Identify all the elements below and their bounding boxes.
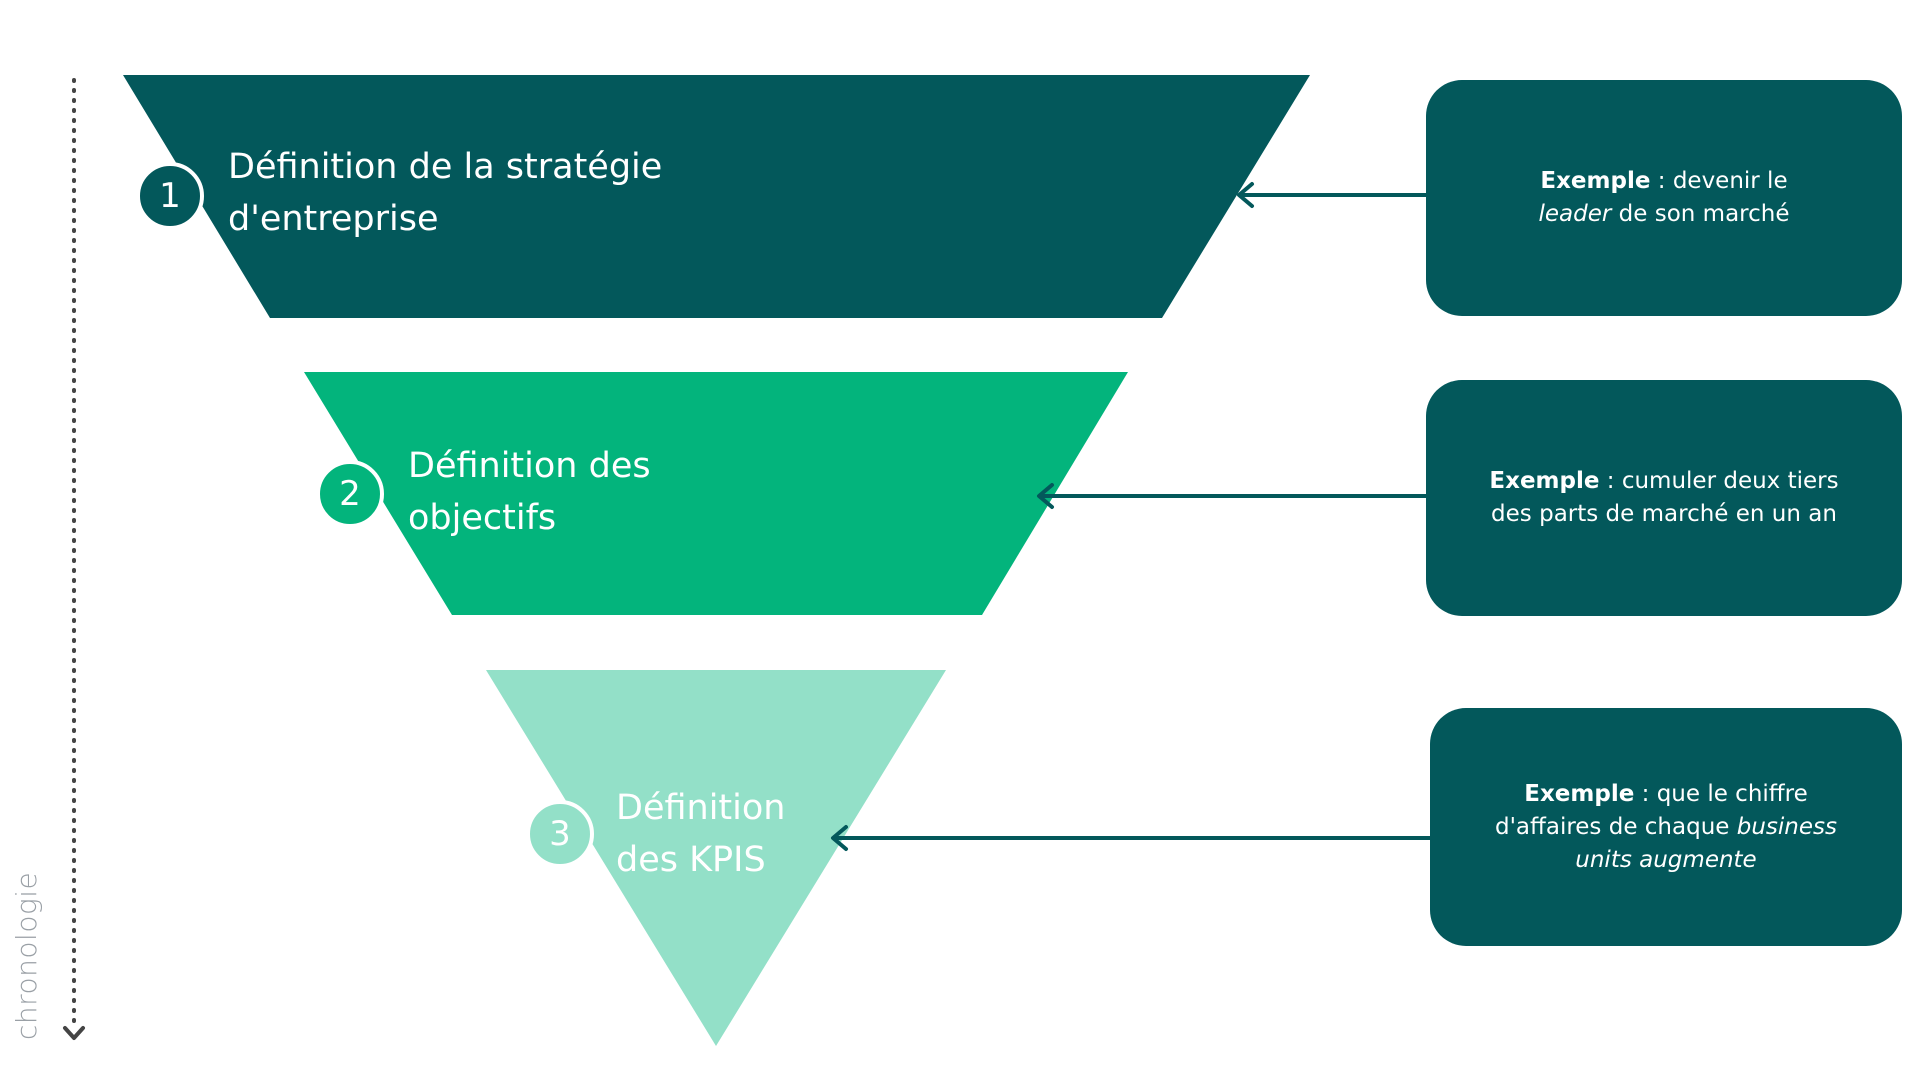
- example-3-text-italic: business units augmente: [1575, 813, 1837, 873]
- stage-1-title-line1: Définition de la stratégie: [228, 147, 663, 187]
- example-1-text: Exemple : devenir le leader de son march…: [1514, 165, 1814, 231]
- example-3-text-part1: que le chiffre d'affaires de chaque: [1494, 780, 1808, 840]
- arrowhead-2-icon: [1037, 483, 1054, 509]
- example-3-separator: :: [1634, 780, 1657, 807]
- stage-2-title-line2: objectifs: [408, 498, 557, 538]
- stage-2-shape: [304, 372, 1128, 615]
- example-3-label: Exemple: [1524, 780, 1635, 807]
- stage-3-shape: [486, 670, 946, 1046]
- example-1-separator: :: [1650, 168, 1673, 194]
- example-box-1: Exemple : devenir le leader de son march…: [1426, 80, 1902, 316]
- timeline-arrow-icon: [63, 1026, 85, 1040]
- example-2-text: Exemple : cumuler deux tiers des parts d…: [1474, 465, 1854, 531]
- example-1-text-italic: leader: [1538, 201, 1612, 227]
- example-2-separator: :: [1599, 468, 1622, 494]
- stage-1-shape: [123, 75, 1310, 318]
- arrowhead-1-icon: [1237, 182, 1254, 208]
- timeline-label: chronologie: [10, 871, 43, 1040]
- stage-2-title: Définition des objectifs: [408, 440, 651, 544]
- stage-3-title: Définition des KPIS: [616, 782, 785, 886]
- step-2-number: 2: [316, 460, 384, 528]
- stage-2-title-line1: Définition des: [408, 446, 651, 486]
- step-1-number: 1: [136, 162, 204, 230]
- example-1-label: Exemple: [1540, 168, 1651, 194]
- example-box-2: Exemple : cumuler deux tiers des parts d…: [1426, 380, 1902, 616]
- example-1-text-part1: devenir le: [1672, 168, 1788, 194]
- example-1-text-part2: de son marché: [1611, 201, 1790, 227]
- example-2-label: Exemple: [1489, 468, 1600, 494]
- example-3-text: Exemple : que le chiffre d'affaires de c…: [1470, 778, 1862, 877]
- stage-3-title-line1: Définition: [616, 788, 786, 828]
- stage-1-title: Définition de la stratégie d'entreprise: [228, 141, 662, 245]
- arrowhead-3-icon: [831, 825, 848, 851]
- stage-3-title-line2: des KPIS: [616, 840, 766, 880]
- step-3-number: 3: [526, 800, 594, 868]
- stage-1-title-line2: d'entreprise: [228, 199, 439, 239]
- example-2-text-part1: cumuler deux tiers des parts de marché e…: [1491, 468, 1839, 527]
- example-box-3: Exemple : que le chiffre d'affaires de c…: [1430, 708, 1902, 946]
